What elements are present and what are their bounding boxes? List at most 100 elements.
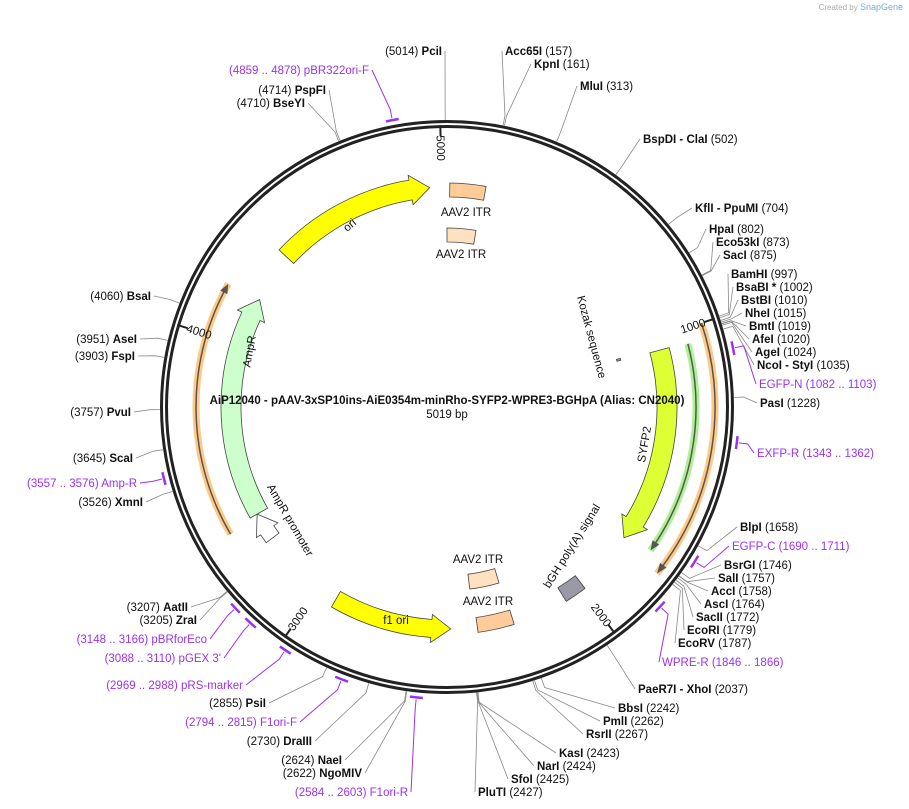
site-label[interactable]: PasI (1228) — [760, 398, 820, 410]
site-label[interactable]: NarI (2424) — [537, 761, 596, 773]
site-label[interactable]: (3951) AseI — [76, 334, 137, 346]
site-name: NgoMIV — [319, 768, 362, 780]
site-label[interactable]: KpnI (161) — [534, 59, 590, 71]
site-label[interactable]: NcoI - StyI (1035) — [757, 360, 850, 372]
site-leader-line — [474, 692, 479, 793]
primer-label[interactable]: (2969 .. 2988) pRS-marker — [106, 680, 243, 692]
site-label[interactable]: PmlI (2262) — [603, 716, 664, 728]
site-name: EcoRI — [687, 625, 720, 637]
site-label[interactable]: RsrII (2267) — [586, 729, 648, 741]
site-name: DraIII — [283, 736, 312, 748]
site-label[interactable]: (2855) PsiI — [209, 698, 266, 710]
site-position: (2855) — [209, 698, 242, 710]
primer-mark — [244, 617, 257, 629]
primer-leader-line — [299, 680, 342, 723]
tick-label: 5000 — [434, 135, 447, 161]
feature-label: AAV2 ITR — [453, 554, 503, 566]
primer-mark — [730, 341, 736, 356]
site-label[interactable]: AccI (1758) — [711, 586, 772, 598]
site-leader-line — [701, 254, 721, 276]
primer-label[interactable]: EGFP-C (1690 .. 1711) — [732, 541, 850, 553]
primer-mark — [409, 695, 423, 700]
site-label[interactable]: EcoRV (1787) — [678, 638, 751, 650]
site-label[interactable]: BmtI (1019) — [749, 321, 811, 333]
site-name: PsiI — [246, 698, 266, 710]
site-label[interactable]: KflI - PpuMI (704) — [695, 203, 788, 215]
site-label[interactable]: (3903) FspI — [75, 351, 135, 363]
site-label[interactable]: (4710) BseYI — [237, 98, 305, 110]
site-leader-line — [153, 295, 180, 304]
site-label[interactable]: (4060) BsaI — [90, 291, 151, 303]
site-name: BstBI — [741, 295, 771, 307]
plasmid-title: AiP12040 - pAAV-3xSP10ins-AiE0354m-minRh… — [210, 395, 685, 407]
site-leader-line — [476, 692, 509, 780]
site-name: PciI — [422, 46, 442, 58]
site-label[interactable]: KasI (2423) — [559, 748, 620, 760]
site-label[interactable]: (3757) PvuI — [70, 407, 131, 419]
primer-label[interactable]: (3148 .. 3166) pBRforEco — [77, 634, 207, 646]
primer-leader-line — [658, 607, 669, 663]
site-position: (502) — [711, 134, 738, 146]
site-position: (161) — [563, 59, 590, 71]
site-label[interactable]: AgeI (1024) — [755, 347, 817, 359]
site-label[interactable]: (4714) PspFI — [258, 85, 326, 97]
site-label[interactable]: BamHI (997) — [731, 269, 798, 281]
primer-label[interactable]: EXFP-R (1343 .. 1362) — [757, 448, 874, 460]
primer-label[interactable]: (2794 .. 2815) F1ori-F — [185, 717, 297, 729]
site-label[interactable]: HpaI (802) — [709, 224, 764, 236]
primer-label[interactable]: (3088 .. 3110) pGEX 3' — [105, 653, 221, 665]
site-leader-line — [719, 286, 734, 319]
site-label[interactable]: SacI (875) — [723, 250, 777, 262]
site-label[interactable]: (2730) DraIII — [247, 736, 312, 748]
site-label[interactable]: (2622) NgoMIV — [283, 768, 363, 780]
site-leader-line — [133, 409, 161, 413]
primer-label[interactable]: (4859 .. 4878) pBR322ori-F — [229, 65, 369, 77]
site-label[interactable]: MluI (313) — [580, 81, 633, 93]
primer-label[interactable]: (2584 .. 2603) F1ori-R — [295, 787, 408, 799]
site-label[interactable]: BlpI (1658) — [740, 522, 798, 534]
site-label[interactable]: BstBI (1010) — [741, 295, 808, 307]
site-label[interactable]: SalI (1757) — [718, 573, 775, 585]
site-label[interactable]: (3645) ScaI — [73, 453, 133, 465]
site-label[interactable]: PaeR7I - XhoI (2037) — [638, 684, 748, 696]
site-name: EcoRV — [678, 638, 715, 650]
site-label[interactable]: (2624) NaeI — [281, 755, 342, 767]
feature-kozak-sequence — [615, 357, 622, 362]
site-position: (313) — [606, 81, 633, 93]
site-label[interactable]: SfoI (2425) — [511, 774, 569, 786]
site-label[interactable]: AscI (1764) — [704, 599, 765, 611]
site-position: (3207) — [127, 602, 160, 614]
site-label[interactable]: PluTI (2427) — [478, 787, 543, 799]
site-leader-line — [672, 584, 681, 644]
site-label[interactable]: BspDI - ClaI (502) — [643, 134, 738, 146]
site-label[interactable]: (3526) XmnI — [78, 497, 143, 509]
primer-mark — [654, 600, 666, 613]
site-label[interactable]: AfeI (1020) — [752, 334, 810, 346]
site-leader-line — [501, 50, 506, 126]
primer-label[interactable]: WPRE-R (1846 .. 1866) — [662, 657, 784, 669]
site-label[interactable]: BsaBI * (1002) — [736, 282, 813, 294]
site-leader-line — [688, 228, 707, 254]
site-label[interactable]: NheI (1015) — [745, 308, 807, 320]
site-position: (1002) — [779, 282, 812, 294]
site-label[interactable]: EcoRI (1779) — [687, 625, 756, 637]
site-name: KflI - PpuMI — [695, 203, 758, 215]
site-name: ScaI — [109, 453, 133, 465]
site-name: AfeI — [752, 334, 774, 346]
site-label[interactable]: (3207) AatII — [127, 602, 188, 614]
site-label[interactable]: Eco53kI (873) — [716, 237, 790, 249]
primer-label[interactable]: EGFP-N (1082 .. 1103) — [759, 379, 877, 391]
site-label[interactable]: Acc65I (157) — [505, 46, 572, 58]
site-position: (875) — [750, 250, 777, 262]
site-label[interactable]: (5014) PciI — [385, 46, 442, 58]
site-label[interactable]: SacII (1772) — [696, 612, 759, 624]
site-label[interactable]: BbsI (2242) — [618, 703, 680, 715]
site-label[interactable]: BsrGI (1746) — [724, 560, 792, 572]
site-position: (1779) — [723, 625, 756, 637]
primer-label[interactable]: (3557 .. 3576) Amp-R — [27, 478, 137, 490]
orf-arrowhead — [220, 283, 229, 295]
site-leader-line — [721, 321, 753, 353]
site-label[interactable]: (3205) ZraI — [139, 615, 197, 627]
site-leader-line — [477, 692, 557, 754]
site-position: (1035) — [816, 360, 849, 372]
